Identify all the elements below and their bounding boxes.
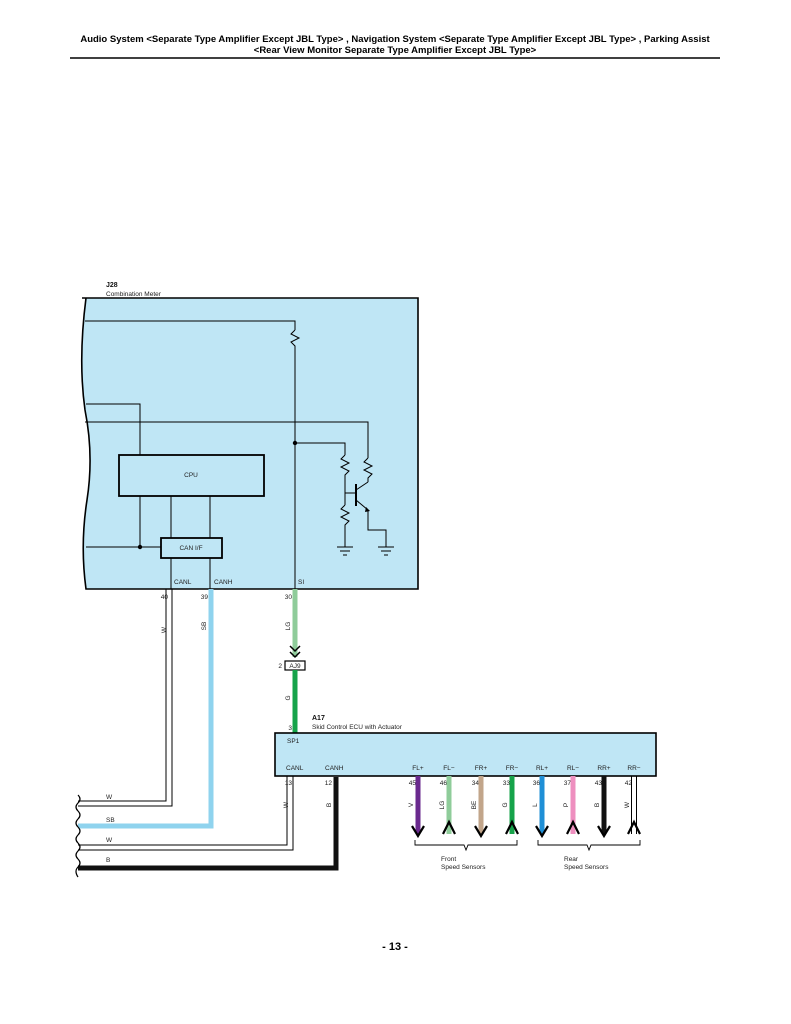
ecu-sensor-pin-number: 43 xyxy=(595,780,603,787)
ecu-sensor-pin-number: 33 xyxy=(503,780,511,787)
arrow-down-icon xyxy=(411,825,425,839)
combination-meter-box xyxy=(80,297,419,590)
ecu-code: A17 xyxy=(312,715,325,722)
wire-color-label: B xyxy=(326,803,333,807)
ecu-pin-number: 13 xyxy=(285,780,293,787)
arrow-down-icon xyxy=(474,825,488,839)
ecu-pin-number: 12 xyxy=(325,780,333,787)
junction-dot xyxy=(137,544,143,550)
ecu-name: Skid Control ECU with Actuator xyxy=(312,724,403,731)
collector-resistor xyxy=(362,457,374,482)
front-group-label: Front xyxy=(441,856,456,863)
ecu-sp1-label: SP1 xyxy=(287,738,300,745)
meter-code: J28 xyxy=(106,282,118,289)
rear-group-label: Rear xyxy=(564,856,579,863)
aj9-pin-in: 2 xyxy=(278,663,282,670)
wire-color-label: W xyxy=(283,801,290,808)
rear-group-label: Speed Sensors xyxy=(564,864,609,871)
arrow-up-icon xyxy=(627,819,641,835)
pullup-resistor xyxy=(290,329,301,352)
meter-name: Combination Meter xyxy=(106,291,162,298)
front-sensor-bracket xyxy=(414,840,518,852)
wire-color-label: P xyxy=(563,803,570,807)
bus-wire-label: B xyxy=(106,857,110,864)
ecu-sensor-pin-name: FR− xyxy=(506,765,519,772)
meter-pin-number: 39 xyxy=(201,594,209,601)
wire-color-label: V xyxy=(408,802,415,807)
can-if-label: CAN I/F xyxy=(179,545,202,552)
meter-pin-name: SI xyxy=(298,579,304,586)
skid-control-ecu-box xyxy=(274,732,657,777)
wire-color-label: W xyxy=(624,801,631,808)
cpu-label: CPU xyxy=(184,472,198,479)
ecu-sensor-pin-number: 42 xyxy=(625,780,633,787)
wire-color-label: LG xyxy=(439,801,446,810)
meter-pin-number: 40 xyxy=(161,594,169,601)
aj9-code: AJ9 xyxy=(289,663,301,670)
ecu-sensor-pin-name: FL− xyxy=(443,765,455,772)
wire-color-label: L xyxy=(532,803,539,807)
wire-color-label: G xyxy=(502,802,509,807)
arrow-up-icon xyxy=(442,819,456,835)
ecu-sensor-pin-name: RR+ xyxy=(597,765,610,772)
arrow-up-icon xyxy=(566,819,580,835)
meter-pin-name: CANH xyxy=(214,579,233,586)
arrow-down-icon xyxy=(535,825,549,839)
page-number: - 13 - xyxy=(382,941,408,953)
ecu-sensor-pin-name: FL+ xyxy=(412,765,424,772)
ecu-sensor-pin-name: RL+ xyxy=(536,765,548,772)
arrow-down-icon xyxy=(597,825,611,839)
wire-color-label: G xyxy=(285,695,292,700)
ecu-sensor-pin-number: 45 xyxy=(409,780,417,787)
wire-color-label: W xyxy=(161,626,168,633)
header-line-2: <Rear View Monitor Separate Type Amplifi… xyxy=(254,45,537,56)
cpu-block xyxy=(118,454,265,497)
ecu-pin-name: CANL xyxy=(286,765,304,772)
wire-color-label: LG xyxy=(285,622,292,631)
bus-wire-label: SB xyxy=(106,817,115,824)
front-group-label: Speed Sensors xyxy=(441,864,486,871)
can-bus-wires xyxy=(78,589,339,871)
rear-sensor-bracket xyxy=(537,840,641,852)
wire-color-label: SB xyxy=(201,622,208,631)
meter-internal-wiring xyxy=(85,320,394,589)
base-resistor-2 xyxy=(339,504,351,528)
meter-pin-name: CANL xyxy=(174,579,192,586)
junction-dot xyxy=(292,440,298,446)
wire-color-label: B xyxy=(594,803,601,807)
meter-pin-number: 30 xyxy=(285,594,293,601)
ecu-sensor-pin-number: 37 xyxy=(564,780,572,787)
header-line-1: Audio System <Separate Type Amplifier Ex… xyxy=(80,34,710,45)
bus-wire-label: W xyxy=(106,837,113,844)
ecu-sensor-pin-name: RL− xyxy=(567,765,579,772)
can-if-block xyxy=(160,537,223,559)
ecu-sensor-pin-number: 34 xyxy=(472,780,480,787)
wire-color-label: BE xyxy=(471,800,478,809)
ecu-sensor-pin-name: RR− xyxy=(627,765,640,772)
base-resistor-1 xyxy=(339,454,351,478)
ecu-sensor-pin-number: 46 xyxy=(440,780,448,787)
ecu-sensor-pin-name: FR+ xyxy=(475,765,488,772)
bus-wire-label: W xyxy=(106,794,113,801)
arrow-up-icon xyxy=(505,819,519,835)
ecu-pin-name: CANH xyxy=(325,765,344,772)
ecu-sensor-pin-number: 36 xyxy=(533,780,541,787)
wire-break-mark xyxy=(75,794,81,878)
aj9-pin-out: 3 xyxy=(288,725,292,732)
